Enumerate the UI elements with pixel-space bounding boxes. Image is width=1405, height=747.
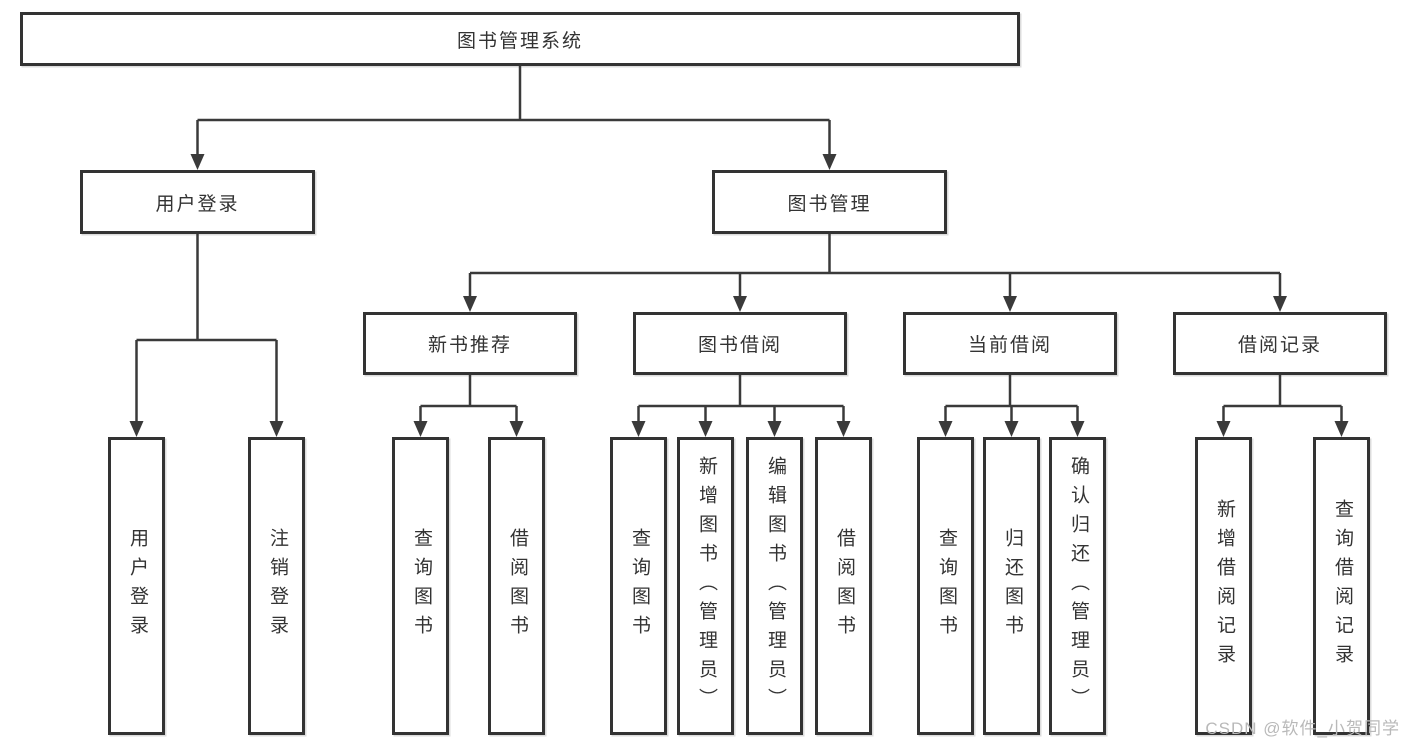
node-new-book-recommend-label: 新书推荐 (427, 335, 512, 356)
node-new-book-recommend: 新书推荐 (363, 312, 577, 375)
node-user-login-branch: 用户登录 (80, 170, 315, 234)
node-book-borrowing: 图书借阅 (633, 312, 847, 375)
leaf-query-books-borrowing: 查询图书 (610, 437, 667, 735)
leaf-add-books-admin: 新增图书（管理员） (677, 437, 734, 735)
leaf-edit-books-admin: 编辑图书（管理员） (746, 437, 803, 735)
node-book-borrowing-label: 图书借阅 (697, 335, 782, 356)
leaf-query-borrow-record: 查询借阅记录 (1313, 437, 1370, 735)
node-user-login-label: 用户登录 (155, 193, 240, 215)
leaf-borrow-books-borrowing: 借阅图书 (815, 437, 872, 735)
node-current-borrowing: 当前借阅 (903, 312, 1117, 375)
node-root-label: 图书管理系统 (456, 30, 583, 52)
leaf-return-books: 归还图书 (983, 437, 1040, 735)
node-book-management-label: 图书管理 (787, 193, 872, 215)
leaf-confirm-return-admin: 确认归还（管理员） (1049, 437, 1106, 735)
leaf-add-borrow-record: 新增借阅记录 (1195, 437, 1252, 735)
leaf-logout-login: 注销登录 (248, 437, 305, 735)
node-book-management-branch: 图书管理 (712, 170, 947, 234)
csdn-watermark: CSDN @软件_小贺同学 (1205, 719, 1400, 738)
leaf-user-login: 用户登录 (108, 437, 165, 735)
node-current-borrowing-label: 当前借阅 (967, 335, 1052, 356)
leaf-borrow-books-recommend: 借阅图书 (488, 437, 545, 735)
leaf-query-books-current: 查询图书 (917, 437, 974, 735)
node-borrowing-records-label: 借阅记录 (1237, 335, 1322, 356)
node-root-system: 图书管理系统 (20, 12, 1020, 66)
leaf-query-books-recommend: 查询图书 (392, 437, 449, 735)
node-borrowing-records: 借阅记录 (1173, 312, 1387, 375)
